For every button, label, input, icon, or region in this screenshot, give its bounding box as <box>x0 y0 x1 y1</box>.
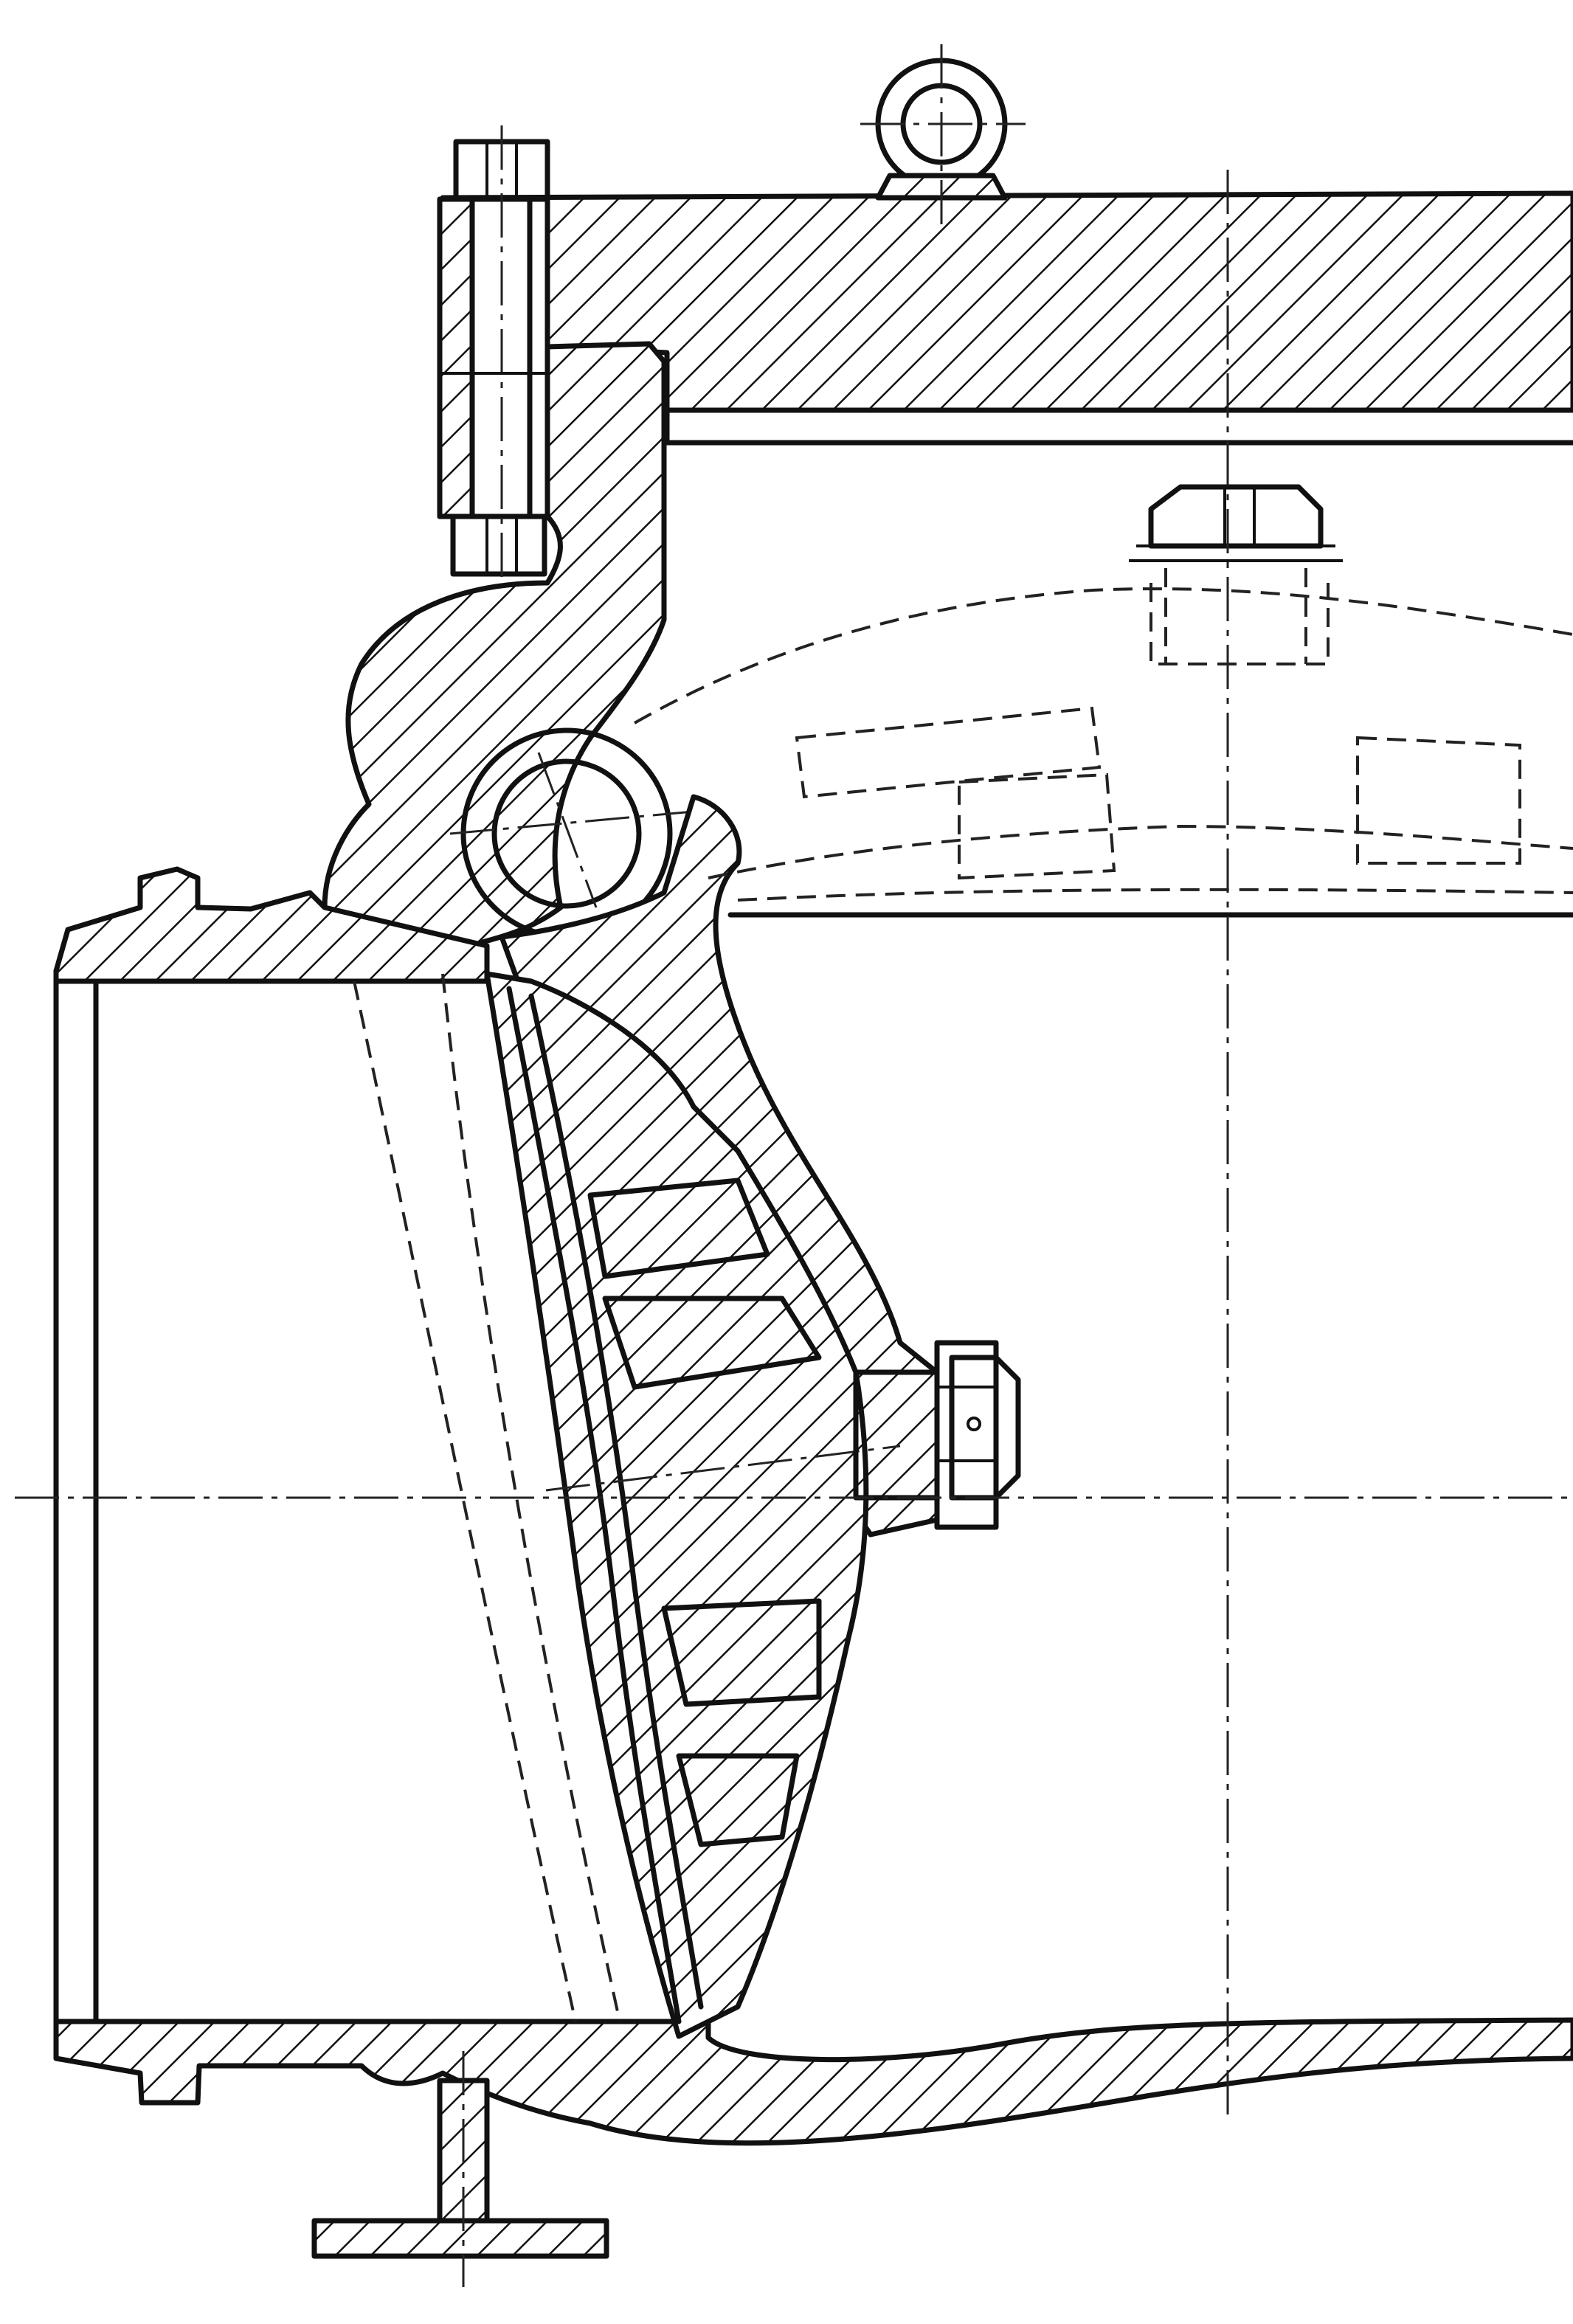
lifting-eye-bolt <box>860 44 1026 225</box>
flange-bolt-top <box>437 125 550 590</box>
disc-swing-hidden <box>353 973 621 2022</box>
valve-body-outline <box>53 407 1573 2061</box>
support-foot <box>311 2051 609 2287</box>
hinge-housing <box>322 341 667 977</box>
valve-disc <box>484 971 901 2039</box>
open-position-arm-hidden <box>634 484 1573 902</box>
